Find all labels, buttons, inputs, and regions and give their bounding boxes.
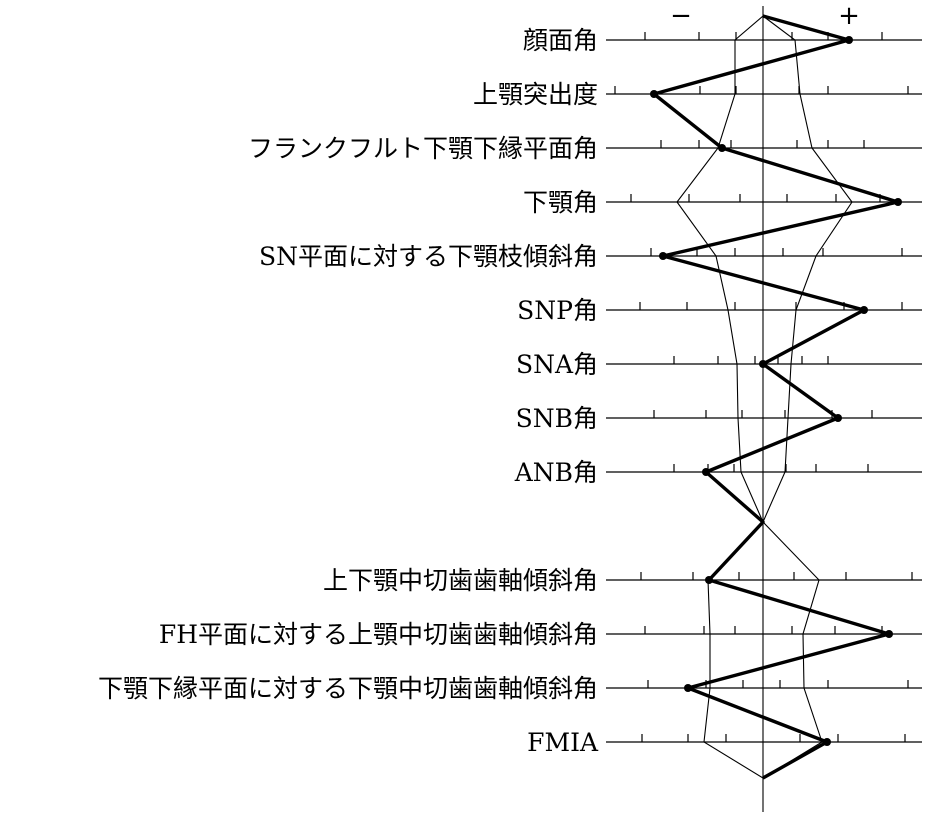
patient-point [845, 36, 853, 44]
patient-point [860, 306, 868, 314]
patient-profile-line [650, 14, 902, 780]
row-label: 下顎角 [523, 188, 598, 217]
row-label: FH平面に対する上顎中切歯歯軸傾斜角 [159, 620, 598, 649]
row-label: ANB角 [514, 458, 598, 487]
row-label: 顔面角 [523, 26, 598, 55]
row-label: 上下顎中切歯歯軸傾斜角 [323, 566, 598, 595]
row-label: FMIA [527, 728, 599, 757]
row-label: フランクフルト下顎下縁平面角 [248, 134, 598, 163]
plus-sign-label: + [838, 1, 860, 31]
patient-point [834, 414, 842, 422]
patient-point [885, 630, 893, 638]
normal-range-boundary [703, 521, 764, 779]
row-label: SN平面に対する下顎枝傾斜角 [259, 242, 598, 271]
patient-point [718, 144, 726, 152]
row-label: 上顎突出度 [473, 80, 598, 109]
normal-range-boundary [762, 521, 823, 779]
patient-point [702, 468, 710, 476]
patient-point [705, 576, 713, 584]
patient-point [659, 252, 667, 260]
minus-sign-label: − [670, 1, 692, 31]
normal-range-boundary [762, 15, 853, 523]
patient-point [894, 198, 902, 206]
row-label: SNB角 [516, 404, 598, 433]
row-axes [606, 32, 922, 743]
patient-point [684, 684, 692, 692]
row-label: SNA角 [516, 350, 598, 379]
patient-profile-polyline [652, 14, 900, 780]
row-label: SNP角 [517, 296, 598, 325]
normal-range-polygon [676, 15, 853, 779]
normal-range-boundary [676, 15, 764, 523]
patient-point [823, 738, 831, 746]
patient-point [650, 90, 658, 98]
row-label: 下顎下縁平面に対する下顎中切歯歯軸傾斜角 [98, 674, 598, 703]
